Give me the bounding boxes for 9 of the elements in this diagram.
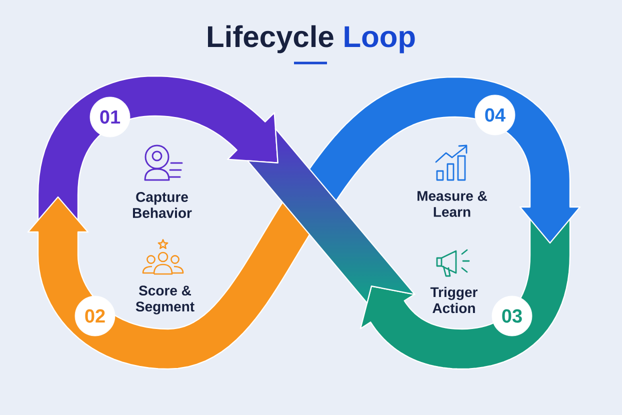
stage-label: Capture Behavior bbox=[133, 192, 192, 218]
title: Lifecycle Loop bbox=[208, 25, 415, 54]
number-badge: 01 bbox=[90, 96, 130, 138]
stage-label: Trigger Action bbox=[430, 286, 478, 314]
stage-label: Score & Segment bbox=[136, 286, 194, 314]
number-badge: 03 bbox=[492, 296, 532, 336]
number-badge: 02 bbox=[74, 296, 116, 336]
number-badge: 04 bbox=[474, 94, 516, 136]
stage-label: Measure & Learn bbox=[418, 191, 487, 217]
